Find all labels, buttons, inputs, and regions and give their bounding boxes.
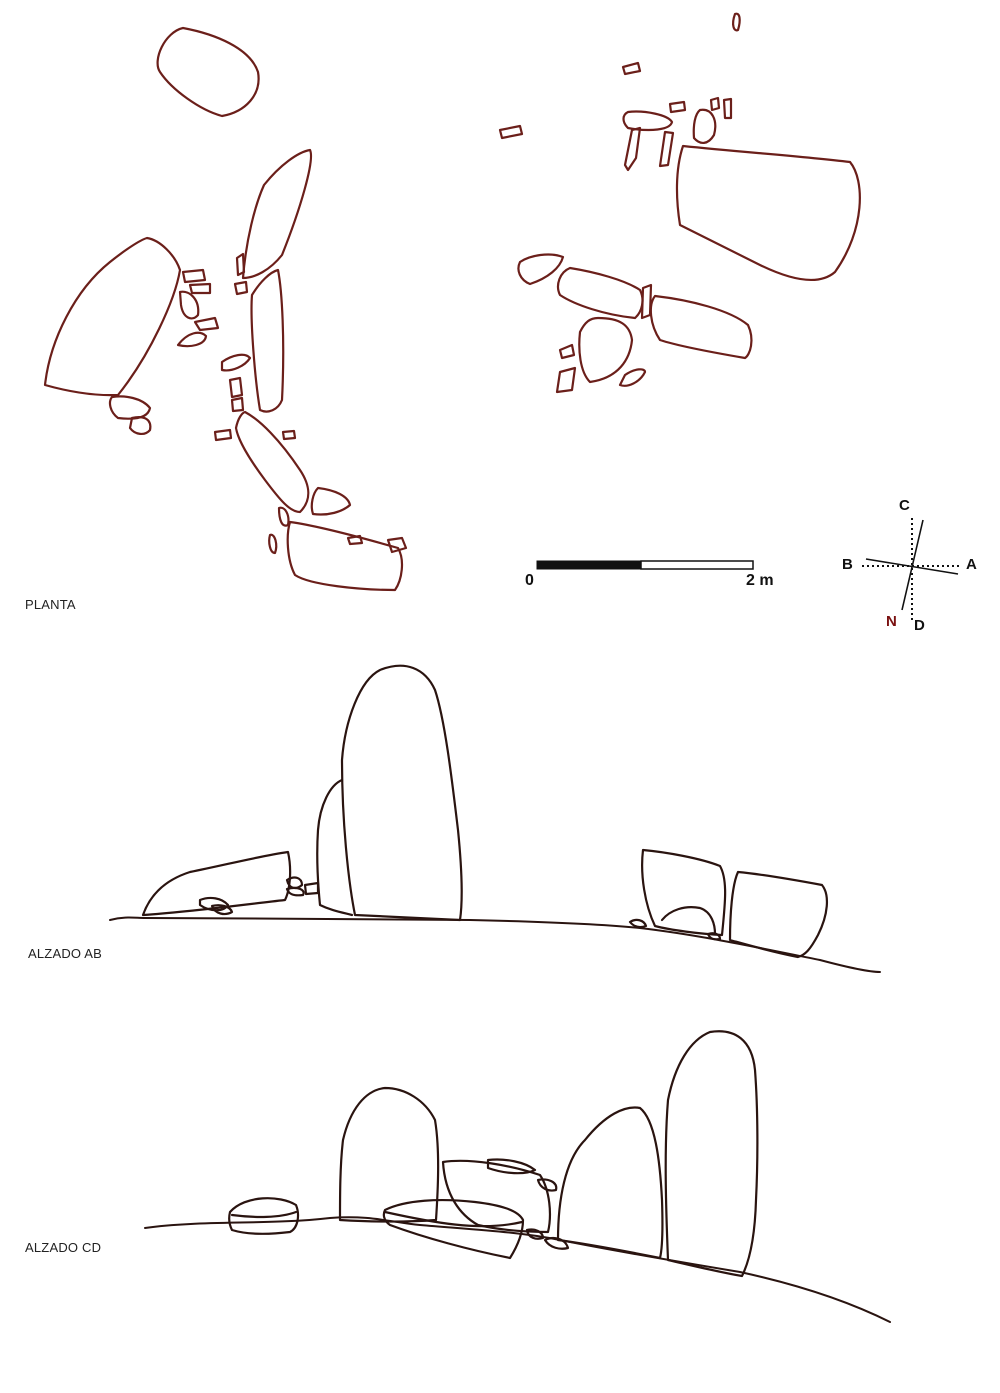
elevation-stone <box>383 1210 524 1228</box>
plan-stone <box>675 144 861 282</box>
plan-stone <box>156 26 260 118</box>
plan-stone <box>277 506 290 527</box>
elevation-stone <box>285 886 305 897</box>
plan-stone <box>558 343 576 360</box>
plan-stone <box>310 486 352 516</box>
plan-stone <box>235 252 246 277</box>
plan-stone <box>386 536 408 554</box>
plan-stone <box>128 416 152 435</box>
plan-stone <box>108 395 152 420</box>
plan-stone <box>622 110 674 132</box>
plan-stone <box>268 533 278 555</box>
plan-stone <box>640 283 653 320</box>
compass-c-label: C <box>899 497 910 514</box>
elevation-stone <box>198 896 230 912</box>
plan-stone <box>250 268 285 413</box>
elevation-stone <box>706 932 722 941</box>
elevation-stone <box>338 1086 440 1223</box>
elevation-stone <box>556 1106 664 1260</box>
elevation-cd-label: ALZADO CD <box>25 1240 102 1255</box>
plan-stone <box>220 353 252 372</box>
elevation-stone <box>230 1210 298 1219</box>
plan-stone <box>233 280 249 296</box>
section-compass <box>862 518 962 622</box>
compass-north-label: N <box>886 613 897 630</box>
plan-stone <box>234 410 310 514</box>
elevation-ab-ground <box>109 916 881 973</box>
plan-stone <box>346 534 364 546</box>
plan-stone <box>228 376 244 399</box>
plan-stone <box>498 124 524 140</box>
plan-stone <box>658 130 675 168</box>
elevation-stone <box>285 876 304 890</box>
elevation-stone <box>486 1158 537 1175</box>
plan-stone <box>722 97 733 120</box>
scale-start-label: 0 <box>525 572 534 589</box>
plan-stone <box>188 282 212 295</box>
plan-stone <box>517 253 565 286</box>
elevation-cd-ground <box>144 1216 891 1323</box>
scale-end-label: 2 m <box>746 572 774 589</box>
plan-stone <box>241 148 312 280</box>
elevation-stone <box>303 881 320 896</box>
plan-stone <box>178 290 200 320</box>
plan-stone <box>176 331 208 348</box>
plan-stone <box>213 428 233 442</box>
elevation-stone <box>441 1159 551 1234</box>
elevation-stone <box>525 1228 545 1240</box>
plan-label: PLANTA <box>25 597 76 612</box>
scale-bar <box>536 560 754 570</box>
compass-b-label: B <box>842 556 853 573</box>
elevation-cd <box>144 1030 891 1323</box>
elevation-ab-label: ALZADO AB <box>28 946 103 961</box>
plan-stone <box>43 236 182 397</box>
elevation-stone <box>664 1030 759 1278</box>
plan-stone <box>692 108 717 144</box>
plan-stone <box>649 294 753 360</box>
plan-stone <box>193 316 220 332</box>
plan-view <box>43 12 861 592</box>
plan-stone <box>623 126 642 172</box>
plan-stone <box>618 368 647 387</box>
compass-a-label: A <box>966 556 977 573</box>
elevation-stone <box>382 1198 525 1260</box>
plan-stone <box>732 12 741 32</box>
elevation-stone <box>536 1178 558 1192</box>
elevation-stone <box>641 848 727 937</box>
elevation-stone <box>628 918 648 929</box>
elevation-ab <box>109 664 881 973</box>
plan-stone <box>181 268 207 284</box>
plan-stone <box>668 100 687 114</box>
plan-stone <box>709 96 721 112</box>
plan-stone <box>555 366 577 394</box>
elevation-stone <box>340 664 463 922</box>
plan-stone <box>286 520 404 592</box>
compass-d-label: D <box>914 617 925 634</box>
plan-stone <box>281 429 297 441</box>
elevation-stone <box>728 870 828 959</box>
plan-stone <box>556 266 644 320</box>
plan-stone <box>230 396 245 413</box>
elevation-stone <box>660 906 717 936</box>
elevation-stone <box>210 904 234 916</box>
plan-stone <box>578 316 634 384</box>
elevation-stone <box>316 778 354 917</box>
elevation-stone <box>228 1197 300 1235</box>
plan-stone <box>621 61 642 76</box>
elevation-stone <box>543 1237 570 1250</box>
